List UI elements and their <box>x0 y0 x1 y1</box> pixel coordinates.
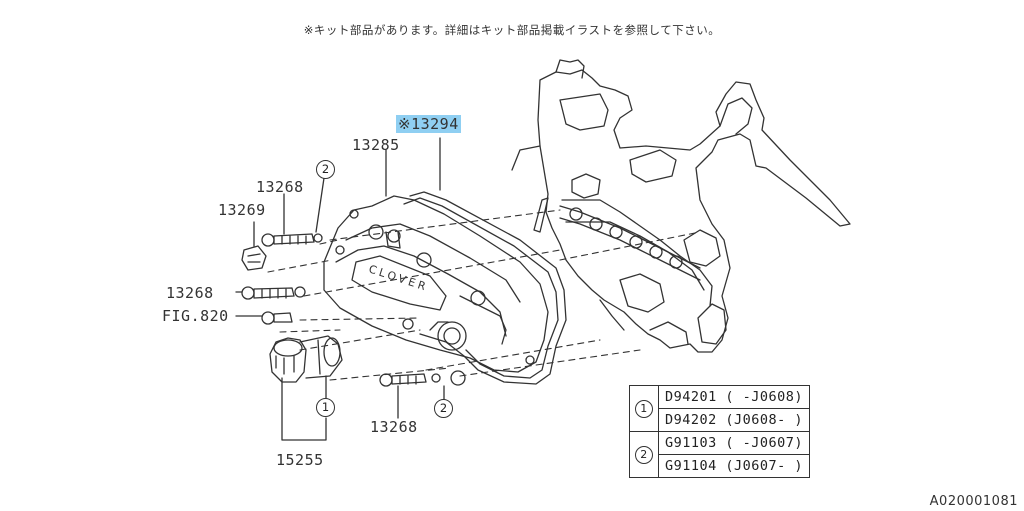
leader-lines <box>235 137 445 441</box>
rocker-cover-gasket <box>403 191 567 385</box>
legend-symbol-1: 1 <box>635 399 653 418</box>
circle-marker-2-top: 2 <box>316 160 335 179</box>
bolt-13268-bottom <box>379 370 466 387</box>
projection-lines <box>267 209 701 381</box>
label-13268-mid: 13268 <box>166 284 214 302</box>
legend-symbol-cell: 1 <box>629 385 659 432</box>
kit-parts-note: ※キット部品があります。詳細はキット部品掲載イラストを参照して下さい。 <box>303 23 721 37</box>
highlight-13294: ※13294 <box>396 115 461 133</box>
legend-row: 1 D94201 ( -J0608) <box>629 385 811 432</box>
circle-marker-2-lower: 2 <box>434 399 453 418</box>
oil-filler-cap <box>269 335 343 383</box>
label-fig820[interactable]: FIG.820 <box>162 307 229 325</box>
clover-engraving: CLOVER <box>367 262 430 294</box>
label-13268-top: 13268 <box>256 178 304 196</box>
circle-marker-1: 1 <box>316 398 335 417</box>
cylinder-head-outline <box>511 59 851 353</box>
bolt-13268-mid <box>241 286 306 300</box>
label-15255: 15255 <box>276 451 324 469</box>
label-13285: 13285 <box>352 136 400 154</box>
legend-code: G91103 ( -J0607) <box>657 431 811 455</box>
illustration-id: A020001081 <box>929 494 1018 509</box>
legend-symbol-2: 2 <box>635 445 653 464</box>
bolt-fig820 <box>261 311 293 325</box>
legend-row: G91104 (J0607- ) <box>630 454 811 478</box>
part-code-legend: 1 D94201 ( -J0608) D94202 (J0608- ) 2 G9… <box>629 385 811 478</box>
legend-code: D94201 ( -J0608) <box>657 385 811 409</box>
grommet-13269 <box>241 245 267 271</box>
label-13269: 13269 <box>218 201 266 219</box>
rocker-cover <box>323 195 549 373</box>
bolt-13268-top <box>261 233 323 247</box>
legend-symbol-cell: 2 <box>629 431 659 478</box>
label-13268-bottom: 13268 <box>370 418 418 436</box>
legend-row: D94202 (J0608- ) <box>630 408 811 432</box>
label-13294: ※13294 <box>396 115 461 133</box>
legend-row: 2 G91103 ( -J0607) <box>629 431 811 478</box>
camshaft-assembly <box>533 197 701 281</box>
legend-code: D94202 (J0608- ) <box>657 408 811 432</box>
legend-code: G91104 (J0607- ) <box>657 454 811 478</box>
